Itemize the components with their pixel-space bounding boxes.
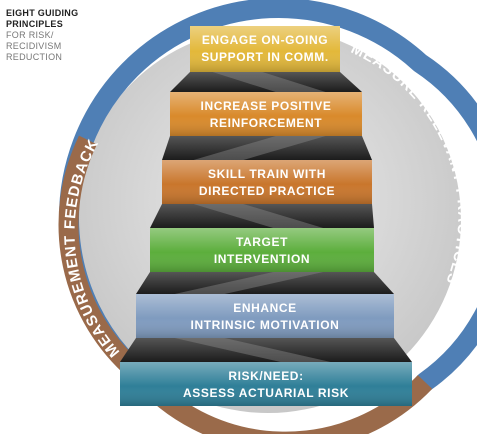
step-label-line1: ENGAGE ON-GOING [202,33,328,47]
step-label-line1: SKILL TRAIN WITH [208,167,326,181]
title-caption: EIGHT GUIDING PRINCIPLES FOR RISK/ RECID… [6,8,126,63]
step-label-line2: REINFORCEMENT [210,116,323,130]
caption-sub-line3: REDUCTION [6,52,63,62]
ribbon-fold-highlight [193,136,326,160]
ribbon-fold [150,204,374,228]
caption-sub-line1: FOR RISK/ [6,30,54,40]
caption-title-line2: PRINCIPLES [6,19,64,29]
step-label-line2: ASSESS ACTUARIAL RISK [183,386,349,400]
step-label-line1: TARGET [236,235,288,249]
ribbon-fold [170,72,362,92]
ribbon-fold-highlight [193,204,324,228]
ribbon-fold [120,338,412,362]
caption-title-line1: EIGHT GUIDING [6,8,79,18]
step-label-line1: ENHANCE [233,301,297,315]
step-band-shine [136,294,394,338]
step-band-shine [120,362,412,406]
ribbon-folds [120,72,412,362]
step-band-1: ENGAGE ON-GOING SUPPORT IN COMM. [190,26,340,72]
step-label-line2: INTRINSIC MOTIVATION [191,318,340,332]
step-band-3: SKILL TRAIN WITH DIRECTED PRACTICE [162,160,372,204]
ribbon-fold-highlight [174,338,331,362]
ribbon-fold-highlight [174,272,324,294]
step-label-line1: RISK/NEED: [228,369,303,383]
step-band-shine [150,228,374,272]
step-band-5: ENHANCE INTRINSIC MOTIVATION [136,294,394,338]
ribbon-fold [162,136,372,160]
ring-brown-left [58,135,144,380]
step-band-2: INCREASE POSITIVE REINFORCEMENT [170,92,362,136]
step-band-6: RISK/NEED: ASSESS ACTUARIAL RISK [120,362,412,406]
step-band-4: TARGET INTERVENTION [150,228,374,272]
step-label-line2: DIRECTED PRACTICE [199,184,335,198]
step-label-line2: SUPPORT IN COMM. [201,50,329,64]
caption-sub-line2: RECIDIVISM [6,41,62,51]
step-label-line2: INTERVENTION [214,252,310,266]
step-band-shine [170,92,362,136]
step-band-shine [190,26,340,72]
step-bands: ENGAGE ON-GOING SUPPORT IN COMM. INCREASE … [120,26,412,406]
step-band-shine [162,160,372,204]
ribbon-fold [136,272,394,294]
ribbon-fold-highlight [212,72,326,92]
step-label-line1: INCREASE POSITIVE [201,99,332,113]
